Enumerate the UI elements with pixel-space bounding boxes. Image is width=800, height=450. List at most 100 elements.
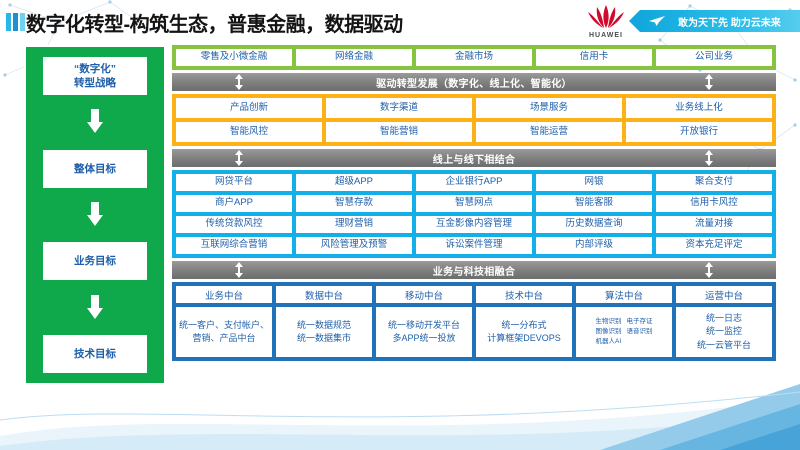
platform-head: 技术中台 [476,286,572,303]
application-cell[interactable]: 超级APP [296,174,412,191]
cell-label: 智慧存款 [334,197,373,209]
application-cell[interactable]: 信用卡风控 [656,195,772,212]
transformation-cell[interactable]: 场景服务 [476,98,622,118]
application-cell[interactable]: 智慧存款 [296,195,412,212]
double-arrow-icon [235,74,243,90]
slide-footer: DTEC Advanced Digital Technology 敢为天下先 助… [0,405,800,450]
strategy-item-0[interactable]: “数字化”转型战略 [43,57,147,95]
business-line-cell[interactable]: 金融市场 [416,49,532,66]
connector-bar-2: 线上与线下相结合 [172,149,776,167]
transformation-cell[interactable]: 产品创新 [176,98,322,118]
cell-label: 智能风控 [229,125,268,137]
platform-column-operations[interactable]: 运营中台 统一日志统一监控统一云管平台 [676,286,772,357]
application-cell[interactable]: 流量对接 [656,216,772,233]
huawei-wordmark: HUAWEI [589,32,623,39]
cell-label: 零售及小微金融 [200,51,268,63]
strategy-item-3[interactable]: 技术目标 [43,334,147,373]
application-cell[interactable]: 互金影像内容管理 [416,216,532,233]
cell-label: 商户APP [214,197,253,209]
platform-body-label: 统一分布式计算框架DEVOPS [487,319,561,343]
transformation-cell[interactable]: 智能风控 [176,122,322,142]
platform-column-algorithm[interactable]: 算法中台 生物识别 电子存证 图像识别 语音识别 机器人AI [576,286,672,357]
cell-label: 超级APP [334,176,373,188]
platform-head-label: 业务中台 [204,290,243,302]
cell-label: 理财营销 [334,218,373,230]
connector-bar-1-label: 驱动转型发展（数字化、线上化、智能化） [376,78,572,90]
strategy-item-label: 技术目标 [74,347,116,360]
title-accent-bars-icon [6,13,25,31]
strategy-item-label: 业务目标 [74,255,116,268]
application-cell[interactable]: 历史数据查询 [536,216,652,233]
platform-head-label: 技术中台 [504,290,543,302]
strategy-item-label: 整体目标 [74,162,116,175]
application-cell[interactable]: 互联网综合营销 [176,237,292,254]
cell-label: 网银 [584,176,604,188]
transformation-cell[interactable]: 数字渠道 [326,98,472,118]
platform-head: 数据中台 [276,286,372,303]
platform-body-item: 电子存证 [626,318,653,326]
platform-body: 统一客户、支付帐户、营销、产品中台 [176,307,272,357]
application-cell[interactable]: 诉讼案件管理 [416,237,532,254]
platform-column-business[interactable]: 业务中台 统一客户、支付帐户、营销、产品中台 [176,286,272,357]
application-cell[interactable]: 传统贷款风控 [176,216,292,233]
platform-body-item: 语音识别 [626,328,653,336]
transformation-cell[interactable]: 智能运营 [476,122,622,142]
business-line-cell[interactable]: 信用卡 [536,49,652,66]
transformation-cell[interactable]: 开放银行 [626,122,772,142]
application-cell[interactable]: 商户APP [176,195,292,212]
cell-label: 开放银行 [679,125,718,137]
platform-body: 生物识别 电子存证 图像识别 语音识别 机器人AI [576,307,672,357]
huawei-slogan-banner: 敢为天下先 助力云未来 [629,10,800,32]
application-cell[interactable]: 内部评级 [536,237,652,254]
application-cell[interactable]: 风险管理及预警 [296,237,412,254]
platform-column-technology[interactable]: 技术中台 统一分布式计算框架DEVOPS [476,286,572,357]
platforms-grid: 业务中台 统一客户、支付帐户、营销、产品中台 数据中台 统一数据规范统一数据集市… [176,286,772,357]
cell-label: 智能营销 [379,125,418,137]
transformation-row-2: 智能风控 智能营销 智能运营 开放银行 [176,122,772,142]
cell-label: 历史数据查询 [565,218,623,230]
connector-bar-3: 业务与科技相融合 [172,261,776,279]
platform-column-mobile[interactable]: 移动中台 统一移动开发平台多APP统一投放 [376,286,472,357]
platform-head-label: 运营中台 [704,290,743,302]
connector-bar-3-label: 业务与科技相融合 [432,266,516,278]
platform-body: 统一移动开发平台多APP统一投放 [376,307,472,357]
cell-label: 资本充足评定 [685,239,743,251]
application-cell[interactable]: 网贷平台 [176,174,292,191]
cell-label: 诉讼案件管理 [445,239,503,251]
transformation-cell[interactable]: 智能营销 [326,122,472,142]
application-cell[interactable]: 网银 [536,174,652,191]
application-cell[interactable]: 资本充足评定 [656,237,772,254]
applications-section: 网贷平台 超级APP 企业银行APP 网银 聚合支付 商户APP 智慧存款 智慧… [172,170,776,258]
strategy-item-label: “数字化”转型战略 [74,62,116,89]
platform-body-label: 统一移动开发平台多APP统一投放 [387,319,460,343]
down-arrow-icon [87,201,103,228]
strategy-item-1[interactable]: 整体目标 [43,149,147,188]
business-line-cell[interactable]: 公司业务 [656,49,772,66]
applications-row-1: 网贷平台 超级APP 企业银行APP 网银 聚合支付 [176,174,772,191]
cell-label: 数字渠道 [379,101,418,113]
platform-column-data[interactable]: 数据中台 统一数据规范统一数据集市 [276,286,372,357]
applications-row-3: 传统贷款风控 理财营销 互金影像内容管理 历史数据查询 流量对接 [176,216,772,233]
platform-body: 统一分布式计算框架DEVOPS [476,307,572,357]
platform-body-item: 图像识别 [595,328,622,336]
cell-label: 聚合支付 [694,176,733,188]
business-line-cell[interactable]: 网络金融 [296,49,412,66]
down-arrow-icon [87,294,103,321]
application-cell[interactable]: 智慧网点 [416,195,532,212]
business-line-cell[interactable]: 零售及小微金融 [176,49,292,66]
strategy-item-2[interactable]: 业务目标 [43,242,147,281]
cell-label: 信用卡 [579,51,609,63]
application-cell[interactable]: 智能客服 [536,195,652,212]
platforms-section: 业务中台 统一客户、支付帐户、营销、产品中台 数据中台 统一数据规范统一数据集市… [172,282,776,361]
platform-body: 统一数据规范统一数据集市 [276,307,372,357]
cell-label: 业务线上化 [675,101,723,113]
connector-bar-1: 驱动转型发展（数字化、线上化、智能化） [172,73,776,91]
platform-body-item: 生物识别 [595,318,622,326]
cell-label: 网络金融 [334,51,373,63]
transformation-cell[interactable]: 业务线上化 [626,98,772,118]
application-cell[interactable]: 理财营销 [296,216,412,233]
application-cell[interactable]: 企业银行APP [416,174,532,191]
page-title: 数字化转型-构筑生态，普惠金融，数据驱动 [26,14,403,36]
application-cell[interactable]: 聚合支付 [656,174,772,191]
